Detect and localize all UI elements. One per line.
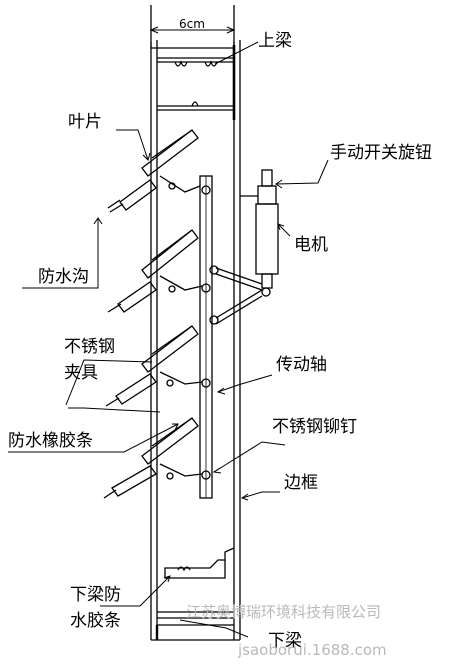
drive-shaft (199, 175, 213, 499)
label-rubber-strip: 防水橡胶条 (8, 431, 93, 451)
label-bottom-strip-1: 下梁防 (70, 585, 121, 605)
label-bottom-beam: 下梁 (268, 631, 302, 651)
side-frame (150, 5, 241, 641)
leader-top-beam (214, 41, 259, 65)
label-drive-shaft: 传动轴 (276, 355, 327, 375)
top-beam (150, 42, 236, 120)
label-blade: 叶片 (68, 112, 102, 132)
dimension-label: 6cm (179, 17, 205, 31)
rivet-3 (201, 378, 211, 388)
label-frame: 边框 (284, 473, 318, 493)
blade-3 (105, 325, 203, 407)
watermark-url: jsaoborui.1688.com (237, 641, 387, 659)
rivet-1 (201, 185, 211, 195)
label-bottom-strip-2: 水胶条 (70, 611, 121, 631)
bottom-beam (155, 547, 235, 640)
watermark-company: 江苏奥博瑞环境科技有限公司 (186, 603, 381, 621)
blade-4 (103, 417, 203, 499)
label-top-beam: 上梁 (258, 31, 292, 51)
rivet-4 (201, 470, 211, 480)
label-ss-fixture-2: 夹具 (64, 363, 98, 383)
label-motor: 电机 (294, 235, 328, 255)
motor-assembly (209, 169, 279, 325)
label-ss-rivet: 不锈钢铆钉 (272, 417, 357, 437)
leader-lines (8, 129, 329, 638)
dimension-6cm (149, 26, 236, 34)
blade-2 (107, 229, 203, 313)
label-drip-groove: 防水沟 (38, 267, 89, 287)
label-manual-knob: 手动开关旋钮 (330, 143, 432, 163)
rivet-2 (201, 283, 211, 293)
blades (103, 129, 203, 499)
label-ss-fixture-1: 不锈钢 (64, 337, 115, 357)
blade-1 (107, 129, 201, 213)
